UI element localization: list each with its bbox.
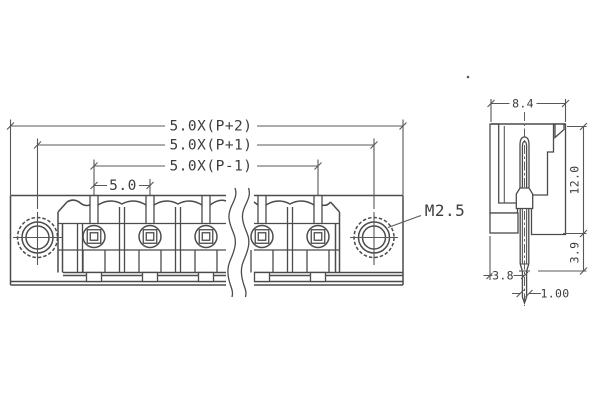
front-wave-profile: [66, 199, 332, 207]
lower-cavity-box: [489, 212, 519, 234]
dim-pitch-label: 5.0: [109, 178, 137, 194]
dim-body-height-label: 12.0: [568, 166, 582, 195]
screw-thread-label: M2.5: [425, 201, 466, 220]
pin-contact: [194, 224, 218, 249]
solder-feet: [85, 271, 327, 283]
side-view: 8.4 12.0 3.9 3.8 1.00: [483, 97, 588, 306]
chamber-walls: [76, 207, 330, 273]
dim-mounting-label: 5.0X(P+1): [169, 138, 252, 154]
right-wall-hatched: [530, 123, 567, 236]
mount-hole-right: [350, 212, 398, 265]
mount-hole-left: [13, 212, 62, 265]
right-wall-notch: [555, 123, 564, 138]
dim-ticks: [6, 122, 407, 190]
dim-body-width-label: 8.4: [512, 97, 534, 111]
front-dimensions: 5.0X(P+2) 5.0X(P+1) 5.0X(P-1) 5.0 M2.5: [6, 119, 466, 229]
dim-pin-shoulder-label: 3.9: [568, 242, 582, 264]
dim-pin-width-label: 1.00: [541, 287, 570, 301]
dim-pole-span-label: 5.0X(P-1): [169, 159, 252, 175]
pin-contact: [306, 224, 330, 249]
pin-slot-lines: [89, 195, 323, 224]
dim-pin-offset-label: 3.8: [492, 269, 514, 283]
pin-contact: [138, 224, 162, 249]
speck-dot: [466, 75, 470, 79]
pin-contacts: [82, 224, 330, 249]
section-walls: [489, 123, 567, 236]
section-pin: [515, 112, 534, 306]
dim-overall-label: 5.0X(P+2): [169, 119, 252, 135]
pin-contact: [82, 224, 106, 249]
break-lines: [227, 187, 250, 298]
side-dimensions: 8.4 12.0 3.9 3.8 1.00: [483, 97, 588, 301]
pin-contact: [250, 224, 274, 249]
front-view: 5.0X(P+2) 5.0X(P+1) 5.0X(P-1) 5.0 M2.5: [6, 119, 466, 298]
screw-leader-line: [387, 214, 422, 229]
